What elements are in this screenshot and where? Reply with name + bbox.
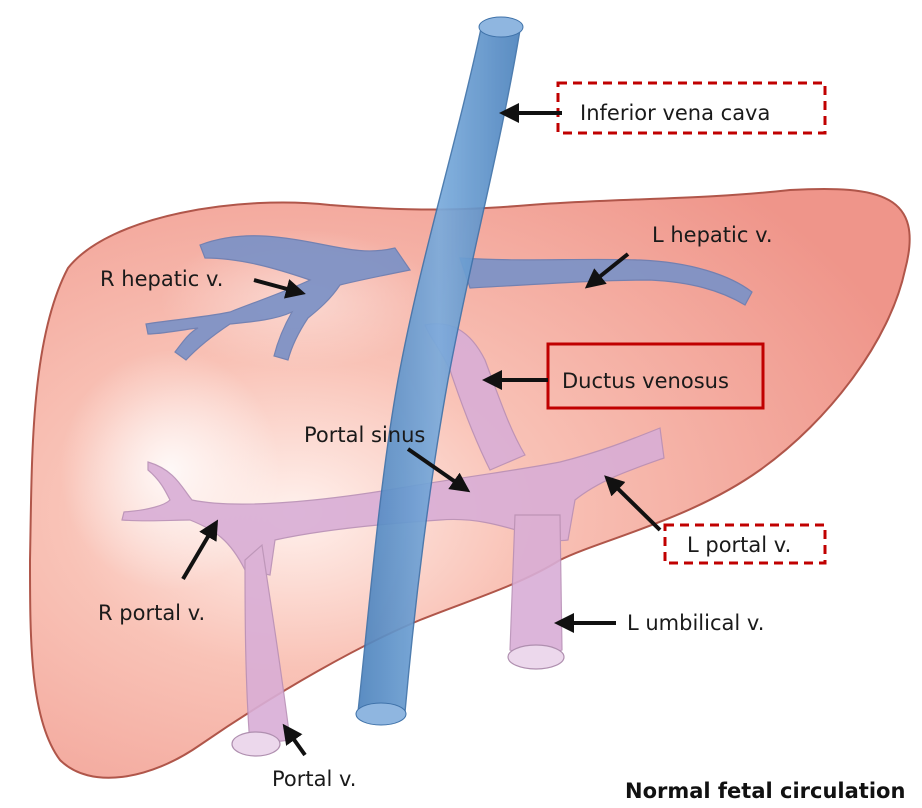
- portal-sinus-label: Portal sinus: [304, 423, 425, 447]
- portal-v-arrow: [285, 727, 305, 755]
- ductus-label: Ductus venosus: [562, 369, 729, 393]
- ivc-label: Inferior vena cava: [580, 101, 770, 125]
- ivc-bottom-opening: [356, 703, 406, 725]
- l-hepatic-label: L hepatic v.: [652, 223, 773, 247]
- r-portal-label: R portal v.: [98, 601, 205, 625]
- diagram-caption: Normal fetal circulation: [625, 779, 905, 803]
- portal-v-opening: [232, 732, 280, 756]
- l-umbilical-label: L umbilical v.: [627, 611, 764, 635]
- r-hepatic-label: R hepatic v.: [100, 267, 223, 291]
- l-portal-label: L portal v.: [687, 533, 791, 557]
- ivc-top-opening: [479, 17, 523, 37]
- l-umbilical-vessel: [510, 515, 562, 656]
- portal-v-label: Portal v.: [272, 767, 356, 791]
- l-umbilical-opening: [508, 645, 564, 669]
